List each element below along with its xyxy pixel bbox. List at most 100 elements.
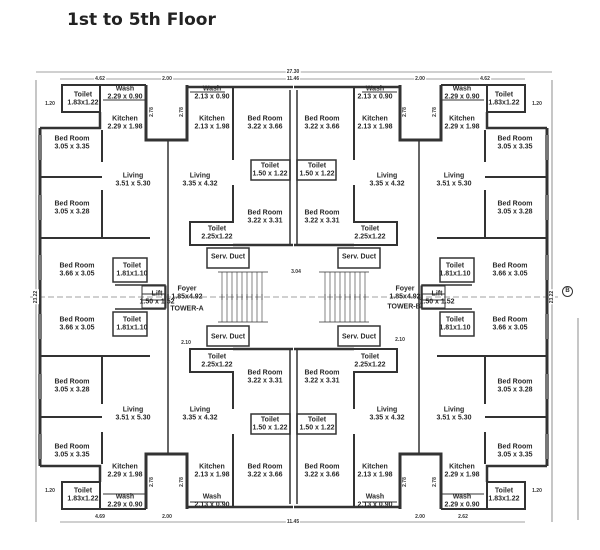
room-size: 3.35 x 4.32 xyxy=(369,180,405,187)
room-label-bottom-left: Serv. Duct xyxy=(211,333,245,341)
room-label-top-left: Serv. Duct xyxy=(211,253,245,261)
room-size: 2.29 x 1.98 xyxy=(107,123,143,130)
room-size: 3.51 x 5.30 xyxy=(436,414,472,421)
room-size: 2.13 x 1.98 xyxy=(357,123,393,130)
room-size: 2.13 x 0.90 xyxy=(357,501,393,508)
room-size: 2.25x1.22 xyxy=(201,233,233,240)
room-size: 3.51 x 5.30 xyxy=(436,180,472,187)
dim-corner-top-right: 1.20 xyxy=(531,101,543,107)
room-size: 2.13 x 0.90 xyxy=(194,501,230,508)
room-size: 3.35 x 4.32 xyxy=(182,180,218,187)
dim-duct-offset-right: 2.10 xyxy=(394,337,406,343)
room-name: Wash xyxy=(115,85,135,93)
room-name: Serv. Duct xyxy=(210,253,246,261)
room-name: Wash xyxy=(452,493,472,501)
room-size: 2.25x1.22 xyxy=(354,361,386,368)
dim-center-bottom: 11.45 xyxy=(285,519,301,525)
dimension-lines xyxy=(30,71,579,523)
room-name: Wash xyxy=(365,493,385,501)
room-name: Kitchen xyxy=(199,115,225,123)
room-name: Bed Room xyxy=(492,262,528,270)
room-name: Bed Room xyxy=(54,378,90,386)
room-size: 1.50 x 1.22 xyxy=(299,170,335,177)
room-size: 1.85x4.92 xyxy=(389,293,421,300)
room-size: 2.25x1.22 xyxy=(201,361,233,368)
room-size: 3.66 x 3.05 xyxy=(492,324,528,331)
room-name: Living xyxy=(443,172,465,180)
dim-right-shaft-top: 2.00 xyxy=(414,76,426,82)
room-size: 2.13 x 1.98 xyxy=(357,471,393,478)
room-name: Living xyxy=(376,406,398,414)
room-name: Kitchen xyxy=(112,463,138,471)
room-size: 1.50 x 1.52 xyxy=(139,298,175,305)
room-size: 2.13 x 0.90 xyxy=(194,93,230,100)
room-size: 1.50 x 1.22 xyxy=(252,424,288,431)
room-size: 3.35 x 4.32 xyxy=(369,414,405,421)
room-name: Toilet xyxy=(445,316,465,324)
room-name: Bed Room xyxy=(304,463,340,471)
room-name: Bed Room xyxy=(497,443,533,451)
dim-left-shaft-bottom: 2.00 xyxy=(161,514,173,520)
room-name: Wash xyxy=(115,493,135,501)
room-size: 2.13 x 1.98 xyxy=(194,471,230,478)
room-name: Bed Room xyxy=(247,209,283,217)
room-name: Living xyxy=(189,172,211,180)
room-size: 3.05 x 3.28 xyxy=(54,386,90,393)
room-name: Kitchen xyxy=(362,115,388,123)
room-name: Living xyxy=(122,172,144,180)
room-name: Toilet xyxy=(73,91,93,99)
room-label-bottom-right: Serv. Duct xyxy=(342,333,376,341)
room-name: Toilet xyxy=(73,487,93,495)
room-size: 3.05 x 3.35 xyxy=(497,451,533,458)
dim-corner-bottom-right: 1.20 xyxy=(531,488,543,494)
room-name: Kitchen xyxy=(112,115,138,123)
dim-height-right: 23.22 xyxy=(549,289,555,305)
room-size: 2.29 x 1.98 xyxy=(107,471,143,478)
room-size: 2.29 x 0.90 xyxy=(107,93,143,100)
room-size: 3.51 x 5.30 xyxy=(115,180,151,187)
room-size: 3.22 x 3.31 xyxy=(304,217,340,224)
room-size: 3.66 x 3.05 xyxy=(59,324,95,331)
room-label-top-right: Serv. Duct xyxy=(342,253,376,261)
room-name: Bed Room xyxy=(247,463,283,471)
room-name: Bed Room xyxy=(247,115,283,123)
room-name: Serv. Duct xyxy=(341,333,377,341)
room-name: TOWER-B xyxy=(387,303,421,311)
room-size: 2.29 x 0.90 xyxy=(107,501,143,508)
room-name: Serv. Duct xyxy=(210,333,246,341)
room-name: Bed Room xyxy=(59,316,95,324)
room-size: 2.25x1.22 xyxy=(354,233,386,240)
room-name: Bed Room xyxy=(497,200,533,208)
room-size: 3.22 x 3.31 xyxy=(304,377,340,384)
room-size: 1.81x1.10 xyxy=(116,270,148,277)
room-name: Kitchen xyxy=(362,463,388,471)
room-size: 3.22 x 3.66 xyxy=(247,471,283,478)
room-size: 2.29 x 1.98 xyxy=(444,471,480,478)
room-name: Kitchen xyxy=(449,115,475,123)
dim-corner-top-left: 1.20 xyxy=(44,101,56,107)
room-size: 3.05 x 3.35 xyxy=(54,451,90,458)
